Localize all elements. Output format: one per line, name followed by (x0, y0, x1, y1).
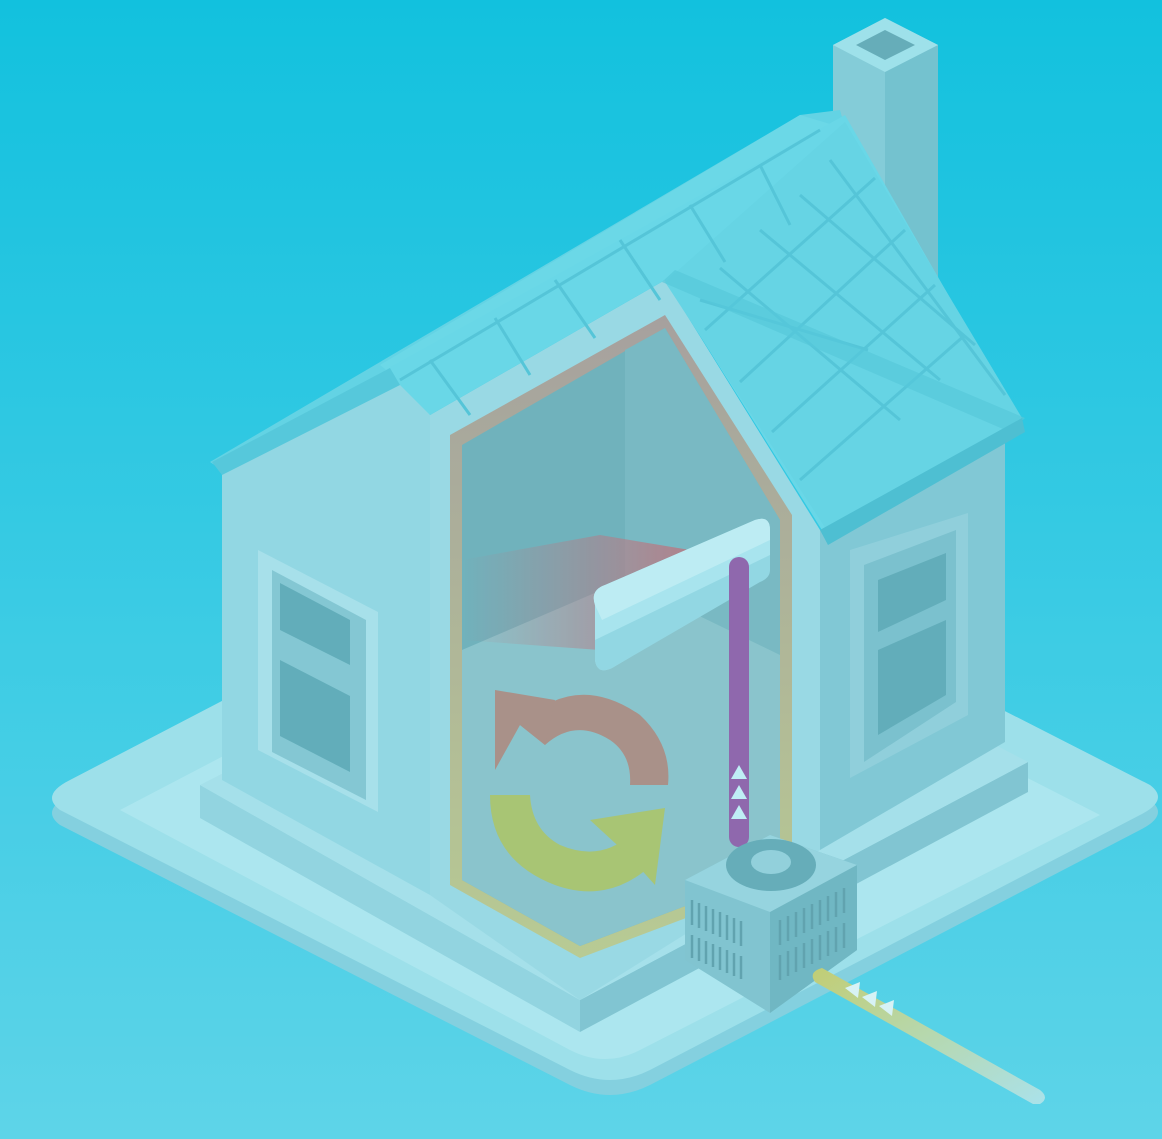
tint-overlay (0, 0, 1162, 1139)
heat-pump-house-illustration (0, 0, 1162, 1139)
